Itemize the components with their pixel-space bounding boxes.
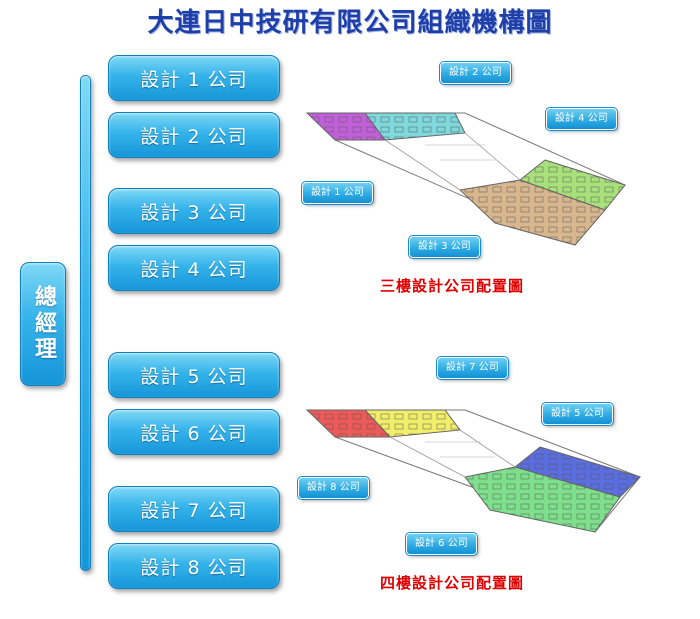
floor3-callout-company4: 設計 4 公司 [545, 107, 618, 131]
company-8-box[interactable]: 設計 8 公司 [108, 543, 280, 589]
company-2-box[interactable]: 設計 2 公司 [108, 112, 280, 158]
floor4-plan [305, 409, 641, 533]
company-3-box[interactable]: 設計 3 公司 [108, 188, 280, 234]
page-title: 大連日中技研有限公司組織機構圖 [147, 8, 553, 38]
connector-bar [80, 75, 91, 571]
floor3-plan [305, 112, 626, 246]
company-6-box[interactable]: 設計 6 公司 [108, 409, 280, 455]
floor3-callout-company1: 設計 1 公司 [301, 181, 374, 205]
company-7-box[interactable]: 設計 7 公司 [108, 486, 280, 532]
floor4-caption: 四樓設計公司配置圖 [380, 574, 525, 592]
company-1-box[interactable]: 設計 1 公司 [108, 55, 280, 101]
floor4-callout-company6: 設計 6 公司 [405, 532, 478, 556]
floor4-callout-company7: 設計 7 公司 [436, 356, 509, 380]
floor4-callout-company8: 設計 8 公司 [297, 476, 370, 500]
company-4-box[interactable]: 設計 4 公司 [108, 245, 280, 291]
floor3-callout-company3: 設計 3 公司 [408, 235, 481, 259]
floor3-caption: 三樓設計公司配置圖 [380, 277, 525, 295]
general-manager-box[interactable]: 總經理 [20, 262, 66, 386]
floor4-callout-company5: 設計 5 公司 [541, 402, 614, 426]
floor3-callout-company2: 設計 2 公司 [439, 61, 512, 85]
company-5-box[interactable]: 設計 5 公司 [108, 352, 280, 398]
